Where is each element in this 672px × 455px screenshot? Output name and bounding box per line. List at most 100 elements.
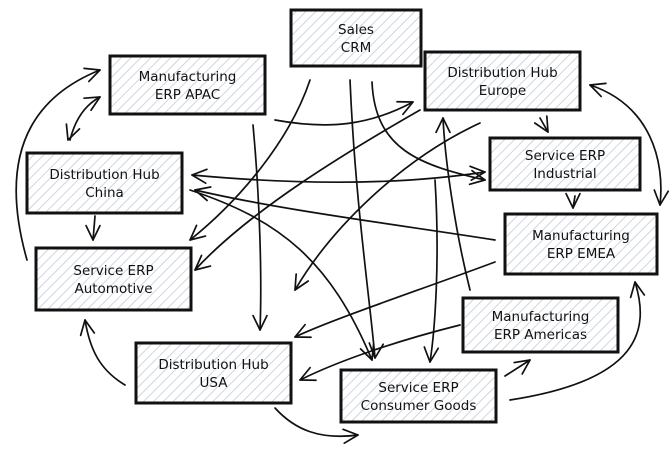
arrowhead-icon [653, 189, 670, 206]
arrowhead-icon [435, 117, 451, 134]
edge-mfg_apac-to-dist_china [65, 96, 101, 141]
node-label: Sales [338, 22, 374, 38]
edge-dist_usa-to-svc_automotive [79, 319, 126, 386]
edge-mfg_apac-to-dist_usa [252, 124, 268, 331]
node-box [488, 136, 642, 192]
arrowhead-icon [191, 168, 208, 185]
node-label: Manufacturing [139, 69, 237, 85]
edge-mfg_emea-to-dist_usa [294, 261, 496, 339]
node-label: Europe [479, 83, 526, 99]
edge-dist_europe-to-svc_automotive [194, 109, 421, 271]
arrowhead-icon [342, 428, 359, 445]
edge-dist_usa-to-svc_consumer [274, 407, 359, 445]
edge-line [194, 109, 421, 271]
arrowhead-icon [189, 224, 207, 241]
edge-line [349, 79, 376, 359]
edge-line [504, 359, 531, 377]
edge-line [294, 122, 481, 291]
arrowhead-icon [194, 186, 212, 202]
node-box [423, 50, 582, 112]
node-label: Distribution Hub [447, 65, 557, 81]
node-label: Service ERP [73, 263, 153, 279]
edge-line [509, 281, 642, 401]
node-label: USA [200, 375, 229, 391]
edge-line [274, 407, 359, 438]
node-label: Manufacturing [532, 228, 630, 244]
node-box [461, 296, 620, 354]
node-box [503, 212, 659, 276]
node-box [34, 246, 193, 312]
arrowhead-icon [79, 319, 96, 337]
edge-line [189, 79, 311, 241]
edge-line [15, 69, 101, 261]
edge-mfg_americas-to-dist_usa [299, 324, 461, 382]
arrowhead-icon [194, 254, 212, 271]
node-box [134, 341, 293, 405]
arrowhead-icon [565, 192, 581, 209]
edge-sales_crm-to-svc_consumer [349, 79, 385, 359]
node-box [339, 368, 498, 424]
edge-line [191, 171, 486, 183]
arrowhead-icon [83, 96, 101, 112]
edge-dist_usa-to-svc_industrial [294, 122, 481, 291]
edge-line [84, 319, 126, 386]
edge-dist_china-to-svc_automotive [85, 215, 101, 241]
arrowhead-icon [368, 342, 385, 359]
arrowhead-icon [396, 100, 414, 116]
edge-sales_crm-to-svc_automotive [189, 79, 311, 241]
edge-line [299, 324, 461, 381]
edge-line [274, 101, 414, 126]
node-label: Automotive [74, 281, 152, 297]
arrowhead-icon [629, 281, 646, 299]
arrowhead-icon [294, 323, 312, 339]
arrowhead-icon [65, 123, 81, 141]
node-label: ERP Americas [494, 327, 587, 343]
node-label: Consumer Goods [361, 398, 477, 414]
node-label: Distribution Hub [158, 357, 268, 373]
edge-line [69, 96, 101, 141]
edge-svc_consumer-to-mfg_emea [509, 281, 646, 401]
node-label: Service ERP [525, 148, 605, 164]
node-label: Service ERP [378, 380, 458, 396]
node-label: ERP APAC [155, 87, 220, 103]
edge-line [294, 261, 496, 338]
edges-layer [15, 67, 670, 445]
edge-line [252, 124, 262, 331]
arrowhead-icon [299, 366, 317, 382]
edge-svc_automotive-to-mfg_apac [15, 67, 101, 261]
node-svc-automotive[interactable]: Service ERP Automotive [34, 246, 193, 312]
arrowhead-icon [469, 165, 486, 182]
arrowhead-icon [85, 224, 101, 241]
arrowhead-icon [533, 115, 549, 133]
node-label: CRM [341, 40, 371, 56]
edge-line [539, 117, 549, 133]
edge-line [92, 215, 96, 241]
node-box [108, 54, 267, 116]
node-svc-consumer[interactable]: Service ERP Consumer Goods [339, 368, 498, 424]
node-label: ERP EMEA [547, 246, 616, 262]
arrowhead-icon [513, 359, 531, 375]
edge-svc_consumer-to-mfg_americas [504, 359, 531, 377]
arrowhead-icon [294, 273, 310, 291]
edge-mfg_apac-to-dist_europe [274, 100, 414, 126]
edge-svc_industrial-to-mfg_emea [565, 192, 581, 209]
node-box [25, 151, 184, 215]
edge-line [589, 84, 662, 206]
arrowhead-icon [252, 314, 268, 331]
edge-line [194, 189, 496, 241]
edge-dist_europe-to-svc_consumer [423, 179, 440, 363]
edge-mfg_emea-to-dist_china [194, 186, 496, 241]
node-label: Distribution Hub [49, 167, 159, 183]
node-box [289, 8, 423, 68]
edge-dist_china-to-svc_industrial [191, 165, 486, 185]
node-label: Manufacturing [492, 309, 590, 325]
